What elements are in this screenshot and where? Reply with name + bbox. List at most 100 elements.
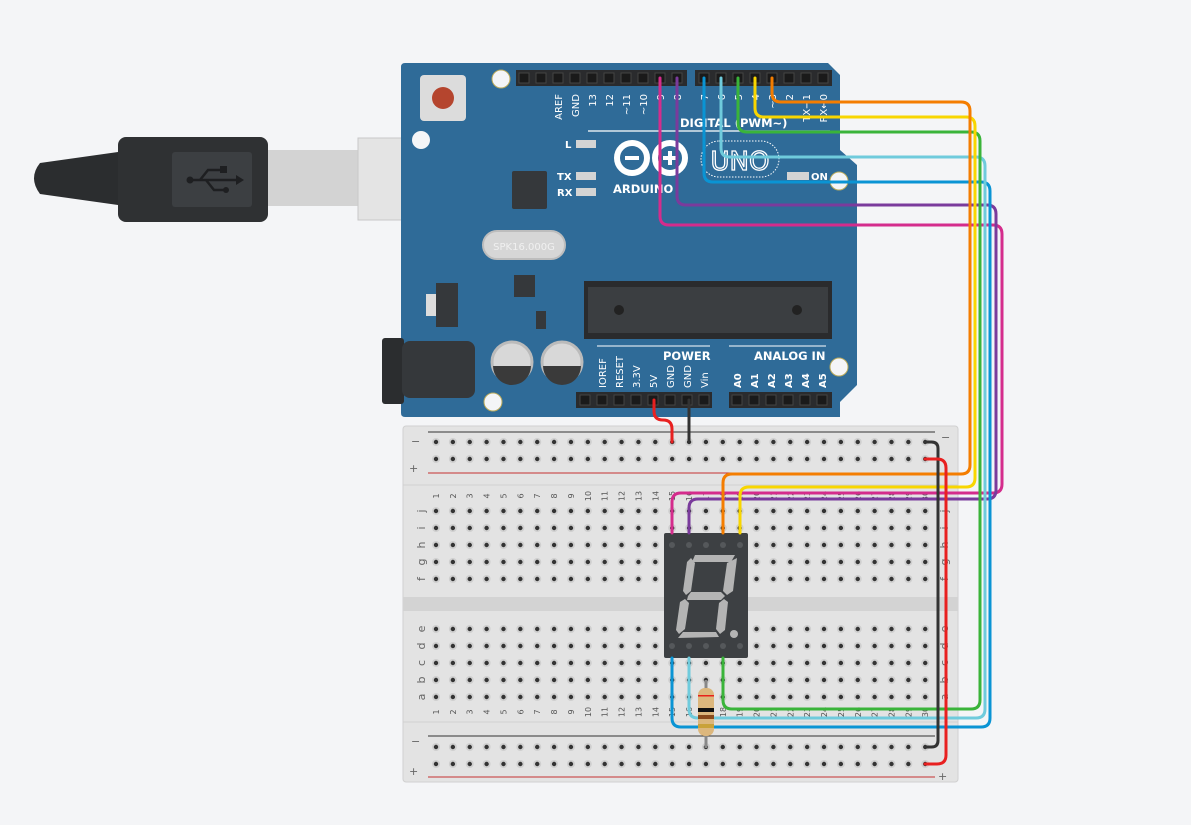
- rail-minus-label: −: [411, 435, 420, 448]
- wire-rail-5v[interactable]: [923, 457, 948, 766]
- header-pin[interactable]: [569, 72, 581, 84]
- breadboard-hole-center: [585, 576, 591, 582]
- pin-label: A3: [784, 373, 795, 388]
- breadboard-hole-center: [720, 744, 725, 750]
- usb-plug-metal: [268, 150, 360, 206]
- breadboard-hole-center: [838, 643, 844, 649]
- breadboard-hole-center: [703, 660, 709, 666]
- header-pin[interactable]: [596, 394, 608, 406]
- led-l: [576, 140, 596, 148]
- breadboard-hole-center: [788, 694, 793, 700]
- header-pin[interactable]: [800, 72, 812, 84]
- header-pin[interactable]: [765, 394, 777, 406]
- breadboard-hole-center: [636, 761, 641, 767]
- breadboard-hole-center: [602, 576, 607, 582]
- capacitor: [490, 340, 534, 385]
- wire-pin3[interactable]: [721, 76, 972, 535]
- breadboard-hole-center: [602, 456, 607, 462]
- breadboard-hole-center: [433, 677, 439, 683]
- breadboard-hole-center: [754, 626, 759, 632]
- header-pin[interactable]: [637, 72, 649, 84]
- rail-plus-label: +: [409, 765, 418, 778]
- column-number: 23: [803, 707, 812, 717]
- segment-d: [678, 632, 719, 638]
- header-pin[interactable]: [664, 394, 676, 406]
- pin-label: 5V: [649, 375, 660, 388]
- header-pin[interactable]: [603, 72, 615, 84]
- header-pin[interactable]: [552, 72, 564, 84]
- wire-pin8[interactable]: [675, 76, 998, 535]
- breadboard-hole-center: [619, 542, 624, 548]
- header-power: [576, 392, 712, 408]
- breadboard-hole-center: [906, 456, 911, 462]
- breadboard-hole-center: [535, 677, 540, 683]
- wire-pin5[interactable]: [721, 76, 982, 711]
- column-number: 27: [871, 491, 880, 501]
- wire-pin9[interactable]: [658, 76, 1004, 535]
- header-pin[interactable]: [782, 394, 794, 406]
- breadboard-hole-center: [568, 542, 574, 548]
- header-pin[interactable]: [817, 72, 829, 84]
- column-number: 1: [432, 709, 441, 714]
- breadboard-hole-center: [855, 660, 860, 666]
- header-pin[interactable]: [518, 72, 530, 84]
- breadboard-hole-center: [737, 677, 742, 683]
- header-pin[interactable]: [816, 394, 828, 406]
- breadboard-hole-center: [501, 439, 506, 445]
- reset-button-cap[interactable]: [432, 87, 454, 109]
- wire-rail-gnd[interactable]: [923, 440, 940, 749]
- wire-pin6[interactable]: [687, 76, 987, 720]
- breadboard-hole-center: [467, 456, 472, 462]
- breadboard-hole-center: [771, 439, 776, 445]
- breadboard-hole-center: [619, 626, 624, 632]
- breadboard-hole-center: [821, 508, 827, 514]
- breadboard-hole-center: [484, 660, 489, 666]
- column-number: 26: [854, 491, 863, 501]
- wire-pin7[interactable]: [670, 76, 992, 729]
- led-on: [787, 172, 809, 180]
- resistor[interactable]: [698, 680, 714, 748]
- header-pin[interactable]: [731, 394, 743, 406]
- header-pin[interactable]: [586, 72, 598, 84]
- breadboard-hole-center: [450, 576, 456, 582]
- breadboard-hole-center: [585, 643, 591, 649]
- chip-dot: [614, 305, 624, 315]
- breadboard-hole-center: [636, 439, 641, 445]
- header-pin[interactable]: [620, 72, 632, 84]
- column-number: 2: [449, 709, 458, 714]
- breadboard-hole-center: [653, 559, 658, 565]
- breadboard-hole-center: [467, 626, 472, 632]
- breadboard-hole-center: [518, 744, 523, 750]
- power-jack[interactable]: [382, 338, 475, 404]
- breadboard-hole-center: [889, 576, 894, 582]
- header-pin[interactable]: [613, 394, 625, 406]
- column-number: 24: [820, 491, 829, 501]
- header-pin[interactable]: [535, 72, 547, 84]
- wire-5v[interactable]: [652, 398, 674, 444]
- pin-label: IOREF: [598, 358, 609, 388]
- breadboard-hole-center: [551, 643, 557, 649]
- header-pin[interactable]: [579, 394, 591, 406]
- segment-e: [676, 599, 689, 634]
- header-pin[interactable]: [630, 394, 642, 406]
- column-number: 25: [837, 491, 846, 501]
- breadboard-hole-center: [585, 677, 591, 683]
- header-pin[interactable]: [698, 394, 710, 406]
- breadboard-hole-center: [484, 677, 489, 683]
- breadboard-hole-center: [467, 508, 472, 514]
- header-pin[interactable]: [681, 394, 693, 406]
- breadboard-hole-center: [501, 525, 506, 531]
- model-text: UNO: [711, 147, 770, 177]
- wire-pin4[interactable]: [738, 76, 977, 535]
- header-pin[interactable]: [799, 394, 811, 406]
- row-label: j: [415, 509, 428, 513]
- seven-segment-display[interactable]: [664, 533, 748, 658]
- breadboard-hole-center: [535, 525, 540, 531]
- segment-a: [692, 555, 735, 562]
- breadboard-hole-center: [889, 626, 894, 632]
- header-pin[interactable]: [783, 72, 795, 84]
- header-pin[interactable]: [748, 394, 760, 406]
- breadboard-hole-center: [754, 525, 759, 531]
